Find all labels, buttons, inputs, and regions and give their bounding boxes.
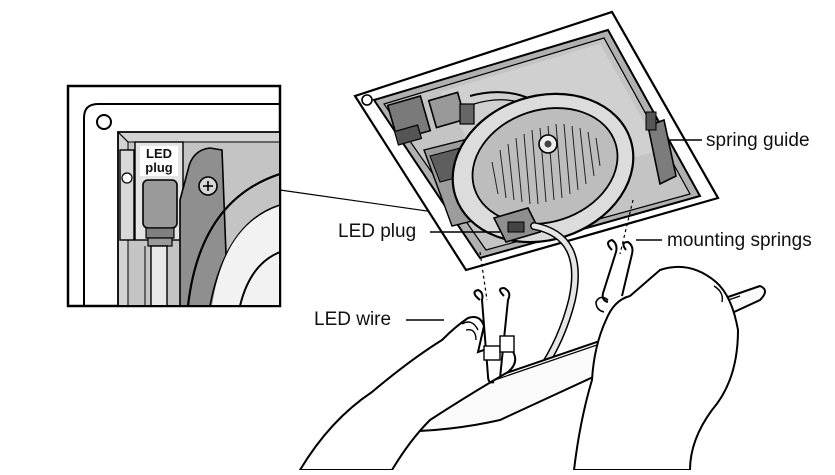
- led-plug-label: LED plug: [338, 221, 417, 242]
- inset-label-line1: LED: [146, 146, 172, 161]
- left-hand: [298, 286, 517, 471]
- mounting-springs-label: mounting springs: [667, 230, 812, 251]
- fan-housing: [353, 10, 720, 272]
- flange-hole-icon: [361, 94, 373, 106]
- inset-detail: LED plug: [66, 84, 491, 308]
- spring-guide-label: spring guide: [706, 130, 810, 151]
- screw-hole-icon: [96, 114, 112, 130]
- led-plug-connector: [142, 179, 178, 229]
- led-wire-label: LED wire: [314, 309, 392, 330]
- spring-guide-bracket: [647, 118, 677, 186]
- right-hand: [572, 238, 740, 471]
- inset-label-line2: plug: [145, 160, 172, 175]
